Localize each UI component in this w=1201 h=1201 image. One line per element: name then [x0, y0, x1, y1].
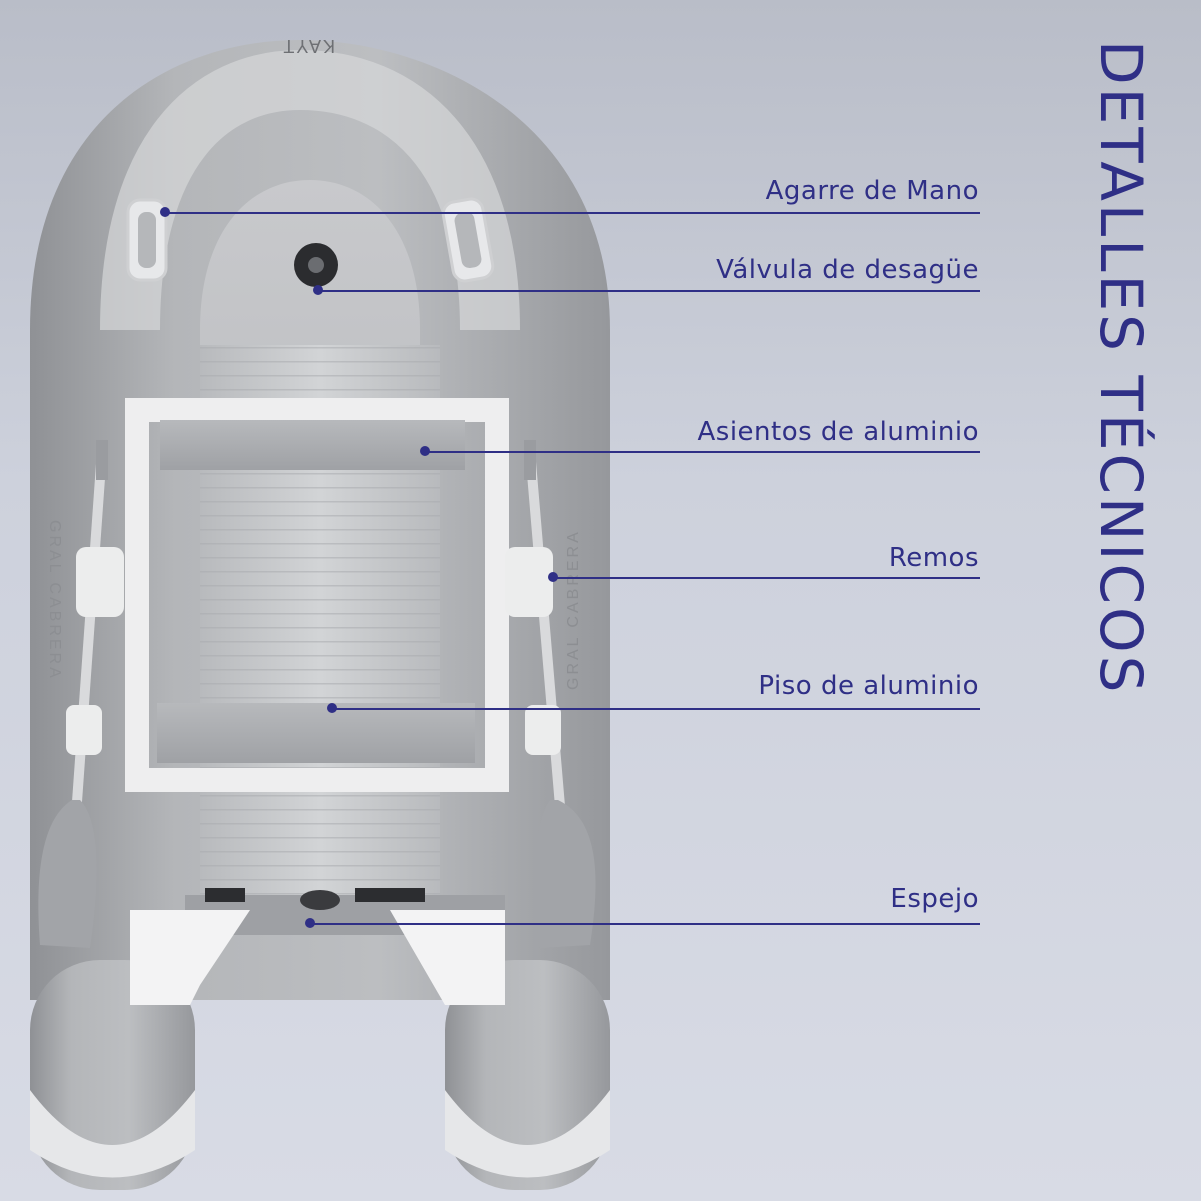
right-stern-flap	[390, 910, 505, 1005]
callout-label-oars: Remos	[888, 543, 979, 573]
left-tube-text: GRAL CABRERA	[46, 520, 63, 681]
callout-dot-drain-valve	[313, 285, 323, 295]
left-stern-flap	[130, 910, 250, 1005]
callout-line-transom	[310, 923, 980, 925]
callout-dot-floor	[327, 703, 337, 713]
callout-dot-oars	[548, 572, 558, 582]
callout-line-grab-handle	[165, 212, 980, 214]
callout-line-drain-valve	[318, 290, 980, 292]
callout-dot-transom	[305, 918, 315, 928]
callout-dot-grab-handle	[160, 207, 170, 217]
callout-label-transom: Espejo	[890, 884, 979, 914]
boat-brand: KAYT	[281, 36, 335, 56]
left-oar-blade	[38, 800, 97, 948]
callout-line-seats	[425, 451, 980, 453]
callout-label-seats: Asientos de aluminio	[697, 417, 979, 447]
left-oar-shaft	[70, 449, 107, 831]
callout-dot-seats	[420, 446, 430, 456]
callout-line-floor	[332, 708, 980, 710]
rear-seat	[157, 703, 475, 763]
right-tube-text: GRAL CABRERA	[565, 529, 582, 690]
callout-line-oars	[553, 577, 980, 579]
seat-frame	[125, 398, 509, 792]
right-oar-shaft	[525, 449, 567, 831]
front-seat	[160, 420, 465, 470]
callout-label-grab-handle: Agarre de Mano	[765, 176, 979, 206]
page-title: DETALLES TÉCNICOS	[1087, 40, 1155, 696]
callout-label-drain-valve: Válvula de desagüe	[716, 255, 979, 285]
callout-label-floor: Piso de aluminio	[758, 671, 979, 701]
right-oar-blade	[534, 800, 596, 948]
